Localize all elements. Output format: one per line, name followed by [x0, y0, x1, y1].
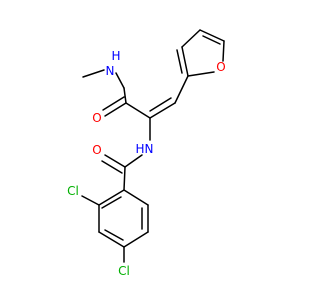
- bond-furan-c4-c5: [199, 29, 225, 42]
- bond-ring-c1-c2-db: [101, 196, 122, 209]
- bond-ring-c3-c4-db: [104, 229, 124, 241]
- bond-furan-c5-o: [222, 40, 225, 62]
- bond-ring-c6-c1: [123, 189, 149, 206]
- bond-alkene-1: [149, 102, 176, 119]
- atom-amide-oxygen: O: [92, 111, 101, 125]
- bond-vinyl-furan: [174, 75, 189, 104]
- atoms-layer: N H O O N H O Cl Cl: [67, 49, 226, 278]
- bond-furan-c2-c3-db: [176, 49, 183, 74]
- bond-nh-benzcarbonyl: [124, 154, 143, 168]
- bond-benz-co-1: [104, 154, 126, 168]
- bond-amide-co-1: [104, 102, 127, 117]
- bond-ring-c1-c2: [98, 189, 125, 206]
- atom-enamine-n: N: [145, 142, 154, 156]
- bond-ring-c4-c5: [123, 231, 149, 248]
- bond-furan-c4-c5-db: [202, 35, 221, 45]
- atom-furan-oxygen: O: [216, 60, 225, 74]
- atom-amide-n-hydrogen: H: [111, 49, 120, 63]
- bond-methyl-n: [82, 69, 105, 78]
- molecule-diagram: N H O O N H O Cl Cl: [67, 29, 226, 278]
- bond-carbonyl-calpha: [125, 102, 151, 119]
- atom-chlorine-para: Cl: [118, 264, 130, 278]
- bond-benzcarbonyl-ring: [123, 166, 126, 191]
- bond-furan-c3-c4: [181, 29, 201, 48]
- atom-enamine-hydrogen: H: [135, 142, 144, 156]
- bond-n-carbonyl: [115, 72, 125, 89]
- bond-furan-c2-c3: [181, 46, 189, 77]
- atom-amide-n: N: [106, 64, 115, 78]
- atom-chlorine-ortho: Cl: [67, 184, 79, 198]
- bond-n-carbonyl-2: [123, 87, 127, 104]
- bond-benz-co-2: [101, 160, 123, 174]
- bond-ring-c3-c4: [98, 231, 125, 248]
- atom-benzamide-oxygen: O: [92, 143, 101, 157]
- bond-alkene-2: [149, 97, 172, 112]
- bond-ring-cl-ortho: [81, 195, 100, 206]
- bond-furan-o-c2: [187, 71, 215, 77]
- bonds-layer: [81, 29, 225, 263]
- bond-amide-co-2: [102, 96, 125, 111]
